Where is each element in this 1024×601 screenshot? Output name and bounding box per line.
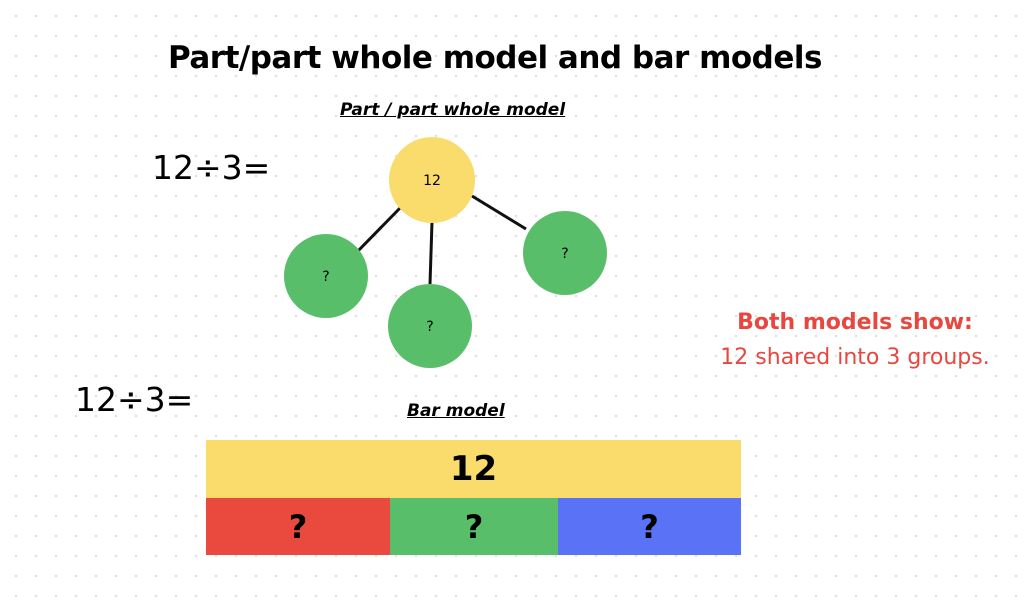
- bar-part-1: ?: [206, 498, 390, 555]
- part-circle-middle-label: ?: [426, 319, 433, 335]
- whole-circle-label: 12: [423, 173, 441, 189]
- part-circle-right-label: ?: [561, 246, 568, 262]
- note-heading: Both models show:: [737, 310, 973, 335]
- bar-part-2: ?: [390, 498, 558, 555]
- note-body: 12 shared into 3 groups.: [720, 345, 990, 370]
- bar-whole: 12: [206, 440, 741, 498]
- bar-part-3: ?: [558, 498, 741, 555]
- part-whole-heading: Part / part whole model: [340, 100, 566, 120]
- part-whole-equation: 12÷3=: [152, 148, 271, 187]
- whole-circle: [389, 137, 475, 223]
- part-circle-left-label: ?: [322, 269, 329, 285]
- bar-part-3-label: ?: [640, 507, 659, 546]
- connector-line-right: [471, 194, 527, 231]
- bar-part-1-label: ?: [288, 507, 308, 546]
- bar-parts: ? ? ?: [206, 498, 741, 555]
- part-circle-right: [523, 211, 607, 295]
- bar-whole-label: 12: [449, 449, 498, 489]
- bar-model-heading: Bar model: [407, 401, 505, 421]
- page-title: Part/part whole model and bar models: [168, 40, 822, 76]
- bar-part-2-label: ?: [464, 507, 484, 546]
- connector-line-middle: [428, 221, 434, 285]
- bar-model-equation: 12÷3=: [75, 380, 194, 419]
- part-circle-middle: [388, 284, 472, 368]
- connector-line-left: [355, 204, 404, 254]
- part-circle-left: [284, 234, 368, 318]
